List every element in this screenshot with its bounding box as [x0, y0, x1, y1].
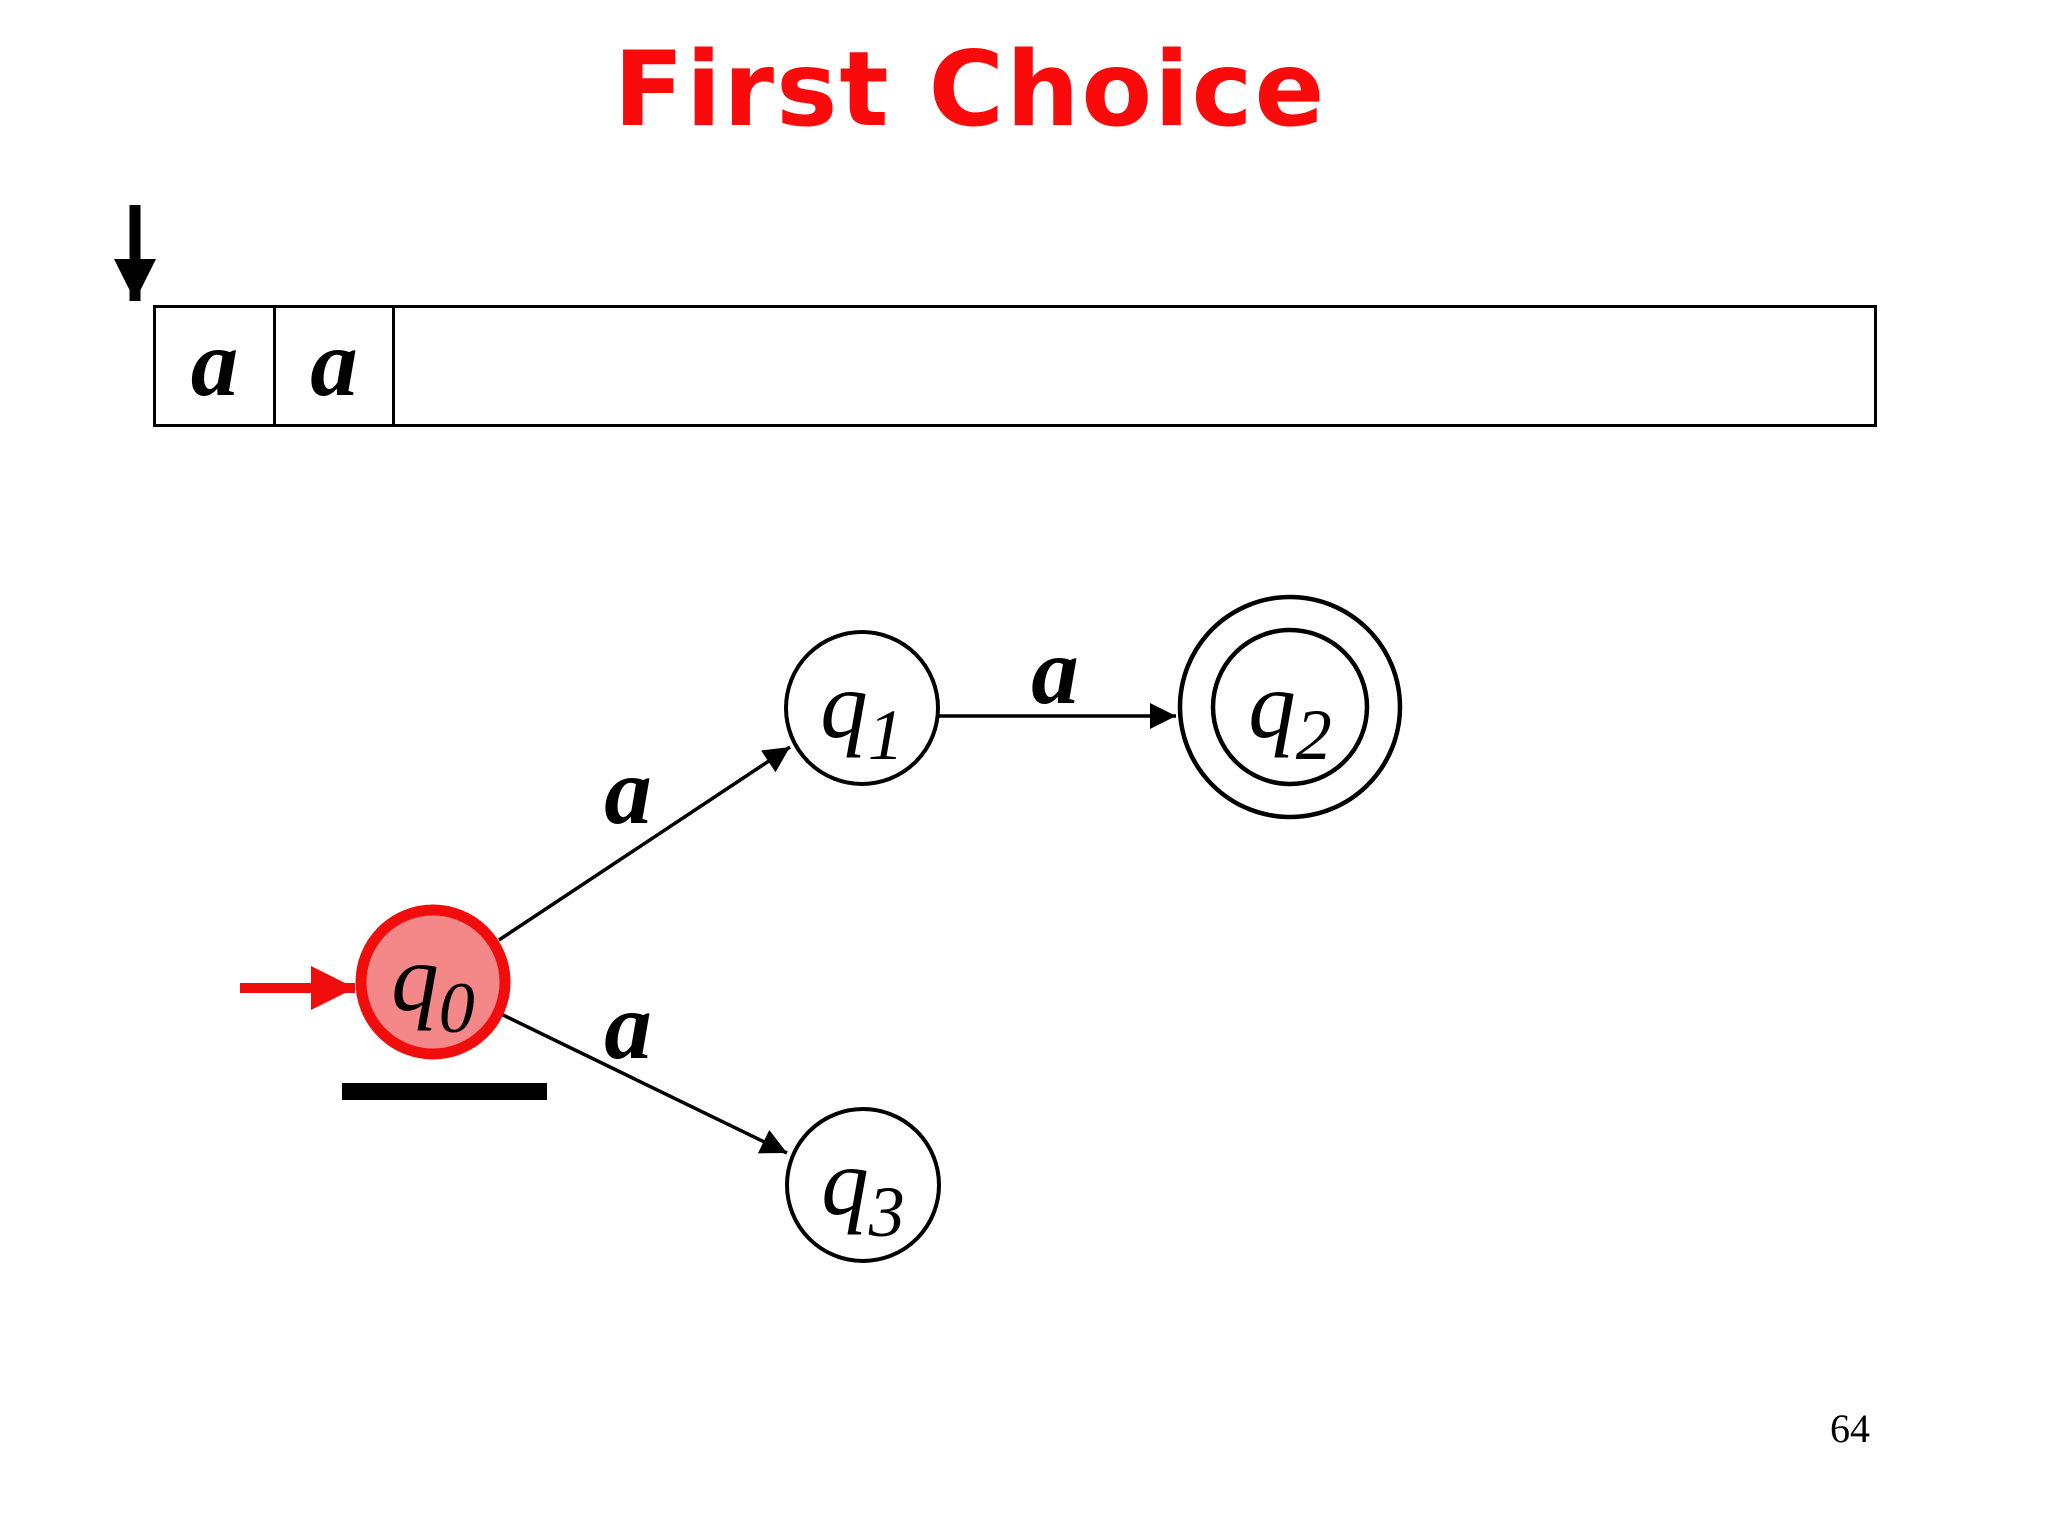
transition-q0-q3-label: a: [604, 973, 652, 1079]
state-q1-name: q: [820, 652, 868, 758]
state-q2-name: q: [1248, 652, 1296, 758]
input-tape: a a: [153, 305, 1877, 427]
state-q3-circle: [785, 1107, 941, 1263]
transition-q0-q3-arrow: [502, 1013, 788, 1155]
transition-q0-q1-arrow: [498, 745, 791, 942]
state-q1-circle: [784, 630, 940, 786]
tape-cell-0: a: [156, 308, 276, 424]
transition-q1-q2-label: a: [1031, 618, 1079, 724]
state-q0-name: q: [391, 925, 439, 1031]
state-q1-subscript: 1: [868, 695, 904, 775]
current-state-underline: [342, 1083, 547, 1100]
state-q0-subscript: 0: [439, 968, 475, 1048]
state-q2-subscript: 2: [1296, 695, 1332, 775]
transition-q0-q1-label: a: [604, 738, 652, 844]
state-q1-label: q1: [820, 652, 904, 775]
tape-cell-1: a: [276, 308, 395, 424]
state-q2-label: q2: [1248, 652, 1332, 775]
slide-title: First Choice: [613, 30, 1327, 150]
state-q3-subscript: 3: [868, 1172, 905, 1252]
state-q3-label: q3: [821, 1129, 905, 1252]
state-q3-name: q: [821, 1129, 869, 1235]
state-q2-inner-circle: [1210, 627, 1370, 787]
state-q0-label: q0: [391, 925, 475, 1048]
page-number: 64: [1830, 1406, 1870, 1451]
state-q0-circle: [355, 904, 511, 1060]
